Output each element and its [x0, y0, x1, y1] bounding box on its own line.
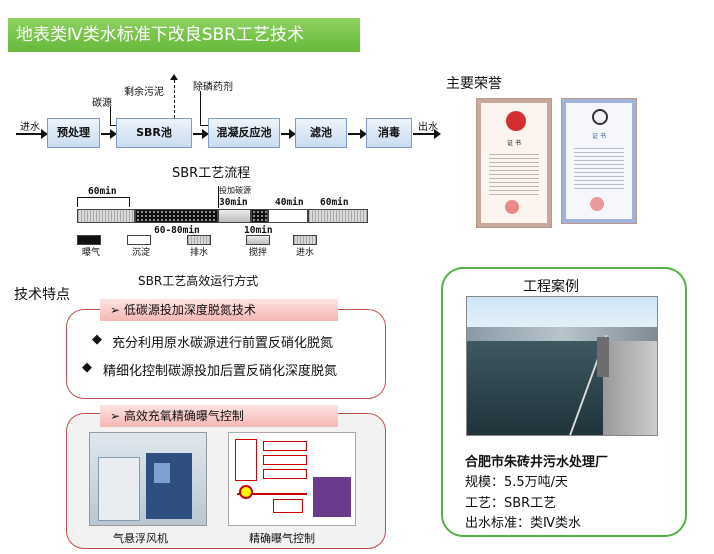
feature-box-1: [66, 309, 386, 399]
legend-swatch-stirring: [246, 235, 270, 245]
outlet-arrow: [413, 129, 441, 139]
flow-arrow: [101, 129, 117, 139]
legend-label-settling: 沉淀: [132, 248, 151, 258]
flow-arrow: [193, 129, 209, 139]
timeline-caption: SBR工艺高效运行方式: [138, 274, 259, 288]
case-frame: [441, 267, 687, 537]
flow-arrow: [281, 129, 296, 139]
carbon-source-label: 碳源: [92, 98, 112, 109]
honors-title: 主要荣誉: [446, 76, 502, 92]
carbon-line: [110, 125, 116, 126]
case-process: 工艺：SBR工艺: [465, 496, 557, 511]
step-pretreatment: 预处理: [47, 118, 100, 148]
carbon-line: [110, 106, 111, 126]
feature-1-item-1: 充分利用原水碳源进行前置反硝化脱氮: [112, 336, 334, 351]
feature-1-item-2: 精细化控制碳源投加后置反硝化深度脱氮: [103, 364, 338, 379]
legend-label-inflow: 进水: [296, 248, 315, 258]
segment-settling: [268, 209, 308, 223]
legend-swatch-settling: [127, 235, 151, 245]
bracket-60min: [77, 197, 130, 207]
outlet-label: 出水: [418, 122, 438, 133]
segment-aeration: [135, 209, 218, 223]
agent-line: [200, 91, 201, 126]
certificate-image-1: 证 书: [476, 98, 552, 228]
case-scale: 规模：5.5万吨/天: [465, 475, 569, 490]
case-photo: [466, 296, 658, 436]
legend-swatch-aeration: [77, 235, 101, 245]
agent-line: [200, 125, 208, 126]
step-coagulation: 混凝反应池: [208, 118, 280, 148]
sludge-dashed-line: [174, 80, 175, 118]
inlet-arrow: [16, 129, 48, 139]
add-carbon-marker: [218, 186, 219, 208]
segment-inflow: [77, 209, 135, 223]
label-40min: 40min: [275, 197, 304, 208]
legend-label-drain: 排水: [190, 248, 209, 258]
segment-drain: [308, 209, 368, 223]
phosphorus-agent-label: 除磷药剂: [193, 82, 233, 93]
case-title: 工程案例: [523, 279, 579, 295]
sludge-arrow-icon: [170, 74, 178, 80]
segment-stirring: [218, 209, 251, 223]
aeration-control-caption: 精确曝气控制: [249, 532, 315, 545]
step-disinfection: 消毒: [366, 118, 412, 148]
label-60-80min: 60-80min: [154, 225, 200, 236]
blower-photo: [89, 432, 207, 526]
aeration-control-diagram: [228, 432, 356, 526]
sludge-label: 剩余污泥: [124, 87, 164, 98]
label-add-carbon: 投加碳源: [219, 186, 251, 195]
certificate-image-2: 证 书: [561, 98, 637, 224]
label-30min: 30min: [219, 197, 248, 208]
case-plant-name: 合肥市朱砖井污水处理厂: [465, 455, 609, 470]
step-filter: 滤池: [295, 118, 347, 148]
label-60min-right: 60min: [320, 197, 349, 208]
bullet-icon: ◆: [92, 332, 102, 347]
bullet-icon: ◆: [82, 360, 92, 375]
blower-caption: 气悬浮风机: [113, 532, 168, 545]
cert1-title: 证 书: [507, 140, 521, 147]
feature-2-heading: ➢ 高效充氧精确曝气控制: [100, 405, 338, 427]
label-10min: 10min: [244, 225, 273, 236]
flow-title: SBR工艺流程: [172, 166, 251, 181]
legend-swatch-drain: [187, 235, 211, 245]
features-title: 技术特点: [14, 287, 70, 303]
legend-swatch-inflow: [293, 235, 317, 245]
inlet-label: 进水: [20, 122, 40, 133]
label-60min-top: 60min: [88, 186, 117, 197]
step-sbr: SBR池: [116, 118, 192, 148]
legend-label-aeration: 曝气: [82, 248, 101, 258]
cert2-title: 证 书: [592, 133, 606, 140]
legend-label-stirring: 搅拌: [249, 248, 268, 258]
case-standard: 出水标准：类Ⅳ类水: [465, 516, 581, 531]
segment-aeration: [251, 209, 268, 223]
flow-arrow: [348, 129, 367, 139]
feature-1-heading: ➢ 低碳源投加深度脱氮技术: [100, 299, 338, 321]
page-title: 地表类Ⅳ类水标准下改良SBR工艺技术: [8, 18, 360, 52]
